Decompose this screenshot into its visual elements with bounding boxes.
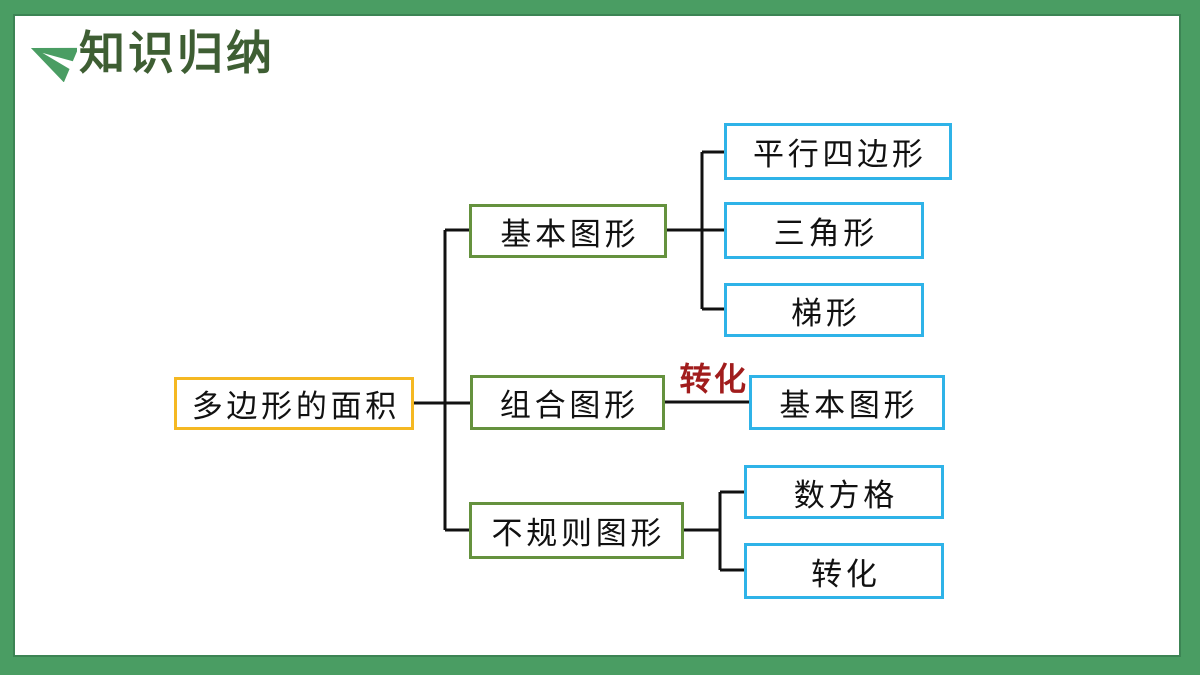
- diagram-connectors: [414, 150, 749, 572]
- node-polygon-area: 多边形的面积: [174, 377, 414, 430]
- node-basic-shapes-target: 基本图形: [749, 375, 945, 430]
- node-parallelogram: 平行四边形: [724, 123, 952, 180]
- slide-content-area: 知识归纳 多边形的面积 基本图形 组合图形: [13, 14, 1181, 657]
- paper-plane-icon: [30, 47, 77, 82]
- node-trapezoid: 梯形: [724, 283, 924, 337]
- node-irregular-shapes: 不规则图形: [469, 502, 684, 559]
- page-title: 知识归纳: [79, 27, 275, 79]
- edge-label-transform: 转化: [679, 360, 749, 398]
- node-transform: 转化: [744, 543, 944, 599]
- node-count-grid: 数方格: [744, 465, 944, 519]
- node-basic-shapes: 基本图形: [469, 204, 667, 258]
- node-triangle: 三角形: [724, 202, 924, 259]
- node-composite-shapes: 组合图形: [470, 375, 665, 430]
